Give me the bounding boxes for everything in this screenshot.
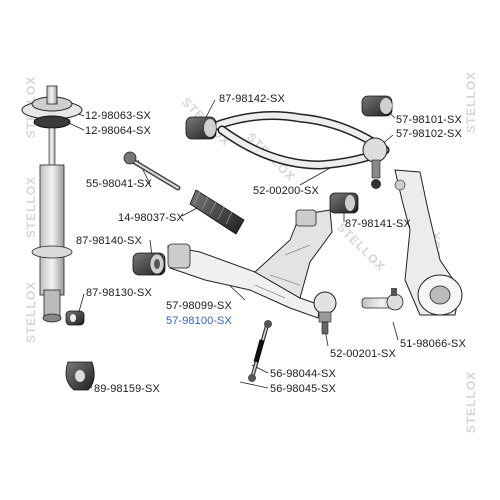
steering-knuckle bbox=[394, 169, 463, 316]
label-51-98066: 51-98066-SX bbox=[400, 338, 466, 350]
label-56-98045: 56-98045-SX bbox=[270, 383, 336, 395]
lower-arm-bushing bbox=[132, 252, 166, 276]
upper-arm-bushing-front bbox=[185, 116, 217, 140]
label-89-98159: 89-98159-SX bbox=[94, 383, 160, 395]
lower-arm-rear-bushing bbox=[329, 192, 359, 214]
label-87-98130: 87-98130-SX bbox=[86, 287, 152, 299]
shock-absorber bbox=[31, 127, 73, 323]
stabilizer-bushing bbox=[65, 361, 95, 391]
inner-tie-rod bbox=[123, 151, 181, 191]
label-87-98142: 87-98142-SX bbox=[219, 93, 285, 105]
lower-control-arm bbox=[167, 209, 333, 319]
label-56-98044: 56-98044-SX bbox=[270, 368, 336, 380]
label-12-98064: 12-98064-SX bbox=[85, 125, 151, 137]
label-14-98037: 14-98037-SX bbox=[118, 212, 184, 224]
label-57-98100: 57-98100-SX bbox=[166, 315, 232, 327]
upper-arm-bushing-rear bbox=[361, 95, 393, 117]
label-52-00201: 52-00201-SX bbox=[330, 348, 396, 360]
label-57-98101: 57-98101-SX bbox=[396, 114, 462, 126]
outer-tie-rod-end bbox=[361, 288, 404, 311]
strut-top-mount bbox=[21, 85, 83, 129]
label-87-98141: 87-98141-SX bbox=[345, 218, 411, 230]
lower-ball-joint bbox=[313, 291, 337, 335]
label-12-98063: 12-98063-SX bbox=[85, 110, 151, 122]
label-55-98041: 55-98041-SX bbox=[86, 178, 152, 190]
label-52-00200: 52-00200-SX bbox=[253, 185, 319, 197]
label-87-98140: 87-98140-SX bbox=[76, 235, 142, 247]
label-57-98102: 57-98102-SX bbox=[396, 128, 462, 140]
steering-rack-boot bbox=[189, 189, 245, 235]
label-57-98099: 57-98099-SX bbox=[166, 300, 232, 312]
upper-control-arm bbox=[205, 111, 390, 189]
shock-bushing bbox=[65, 310, 85, 326]
stabilizer-link bbox=[248, 320, 272, 382]
